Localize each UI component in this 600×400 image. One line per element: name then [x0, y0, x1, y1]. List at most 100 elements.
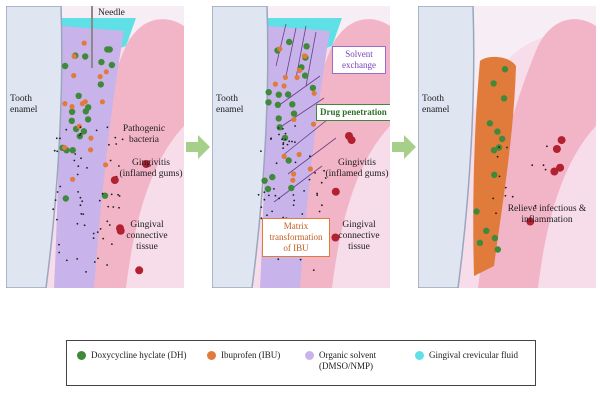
doxycycline-particle: [264, 185, 272, 193]
ibuprofen-particle: [99, 99, 105, 105]
bacteria-particle: [108, 224, 111, 226]
doxycycline-particle: [274, 101, 282, 109]
bacteria-particle: [109, 159, 112, 162]
ibuprofen-particle: [297, 67, 303, 74]
ibuprofen-particle: [310, 121, 317, 127]
doxycycline-particle: [473, 208, 480, 215]
ibuprofen-particle: [281, 153, 287, 159]
solvent-legend-dot: [305, 351, 314, 360]
bacteria-particle: [301, 213, 304, 215]
bacteria-particle: [498, 146, 500, 149]
tooth-enamel: [6, 6, 63, 288]
bacteria-particle: [52, 208, 55, 211]
gingivitis-label: Gingivitis (inflamed gums): [119, 158, 183, 179]
bacteria-particle: [303, 190, 305, 192]
tooth-enamel: [418, 6, 475, 288]
bacteria-particle: [294, 125, 296, 127]
bacteria-particle: [511, 195, 514, 198]
ibuprofen-particle: [307, 166, 313, 172]
bacteria-particle: [308, 178, 311, 181]
bacteria-particles: [52, 126, 124, 273]
ibuprofen-legend-dot: [207, 351, 216, 360]
doxycycline-particle: [265, 89, 272, 96]
bacteria-particle: [58, 243, 60, 246]
doxycycline-legend-dot: [77, 351, 86, 360]
bacteria-particle: [309, 155, 311, 158]
doxycycline-particle: [499, 135, 506, 143]
ibuprofen-particle: [281, 83, 287, 89]
bacteria-particle: [495, 212, 497, 215]
bacteria-particle: [79, 204, 82, 207]
tooth-enamel-label: Tooth enamel: [10, 94, 38, 115]
needle-label: Needle: [98, 8, 125, 18]
doxycycline-particle: [483, 227, 490, 234]
bacteria-particle: [108, 143, 110, 146]
ibuprofen-particle: [88, 135, 94, 141]
ibuprofen-particle: [88, 147, 94, 153]
blood-cell: [116, 226, 125, 235]
doxycycline-particle: [494, 246, 501, 253]
bacteria-particle: [74, 153, 77, 155]
connective-tissue-label: Gingival connective tissue: [126, 220, 168, 252]
bacteria-particle: [291, 140, 293, 143]
pathogenic-bacteria-label: Pathogenic bacteria: [122, 124, 166, 145]
ibuprofen-particle: [62, 144, 68, 151]
bacteria-particle: [56, 218, 58, 221]
ibuprofen-particle: [311, 90, 317, 96]
doxycycline-particle: [501, 66, 509, 73]
arrow-2-icon: [392, 135, 416, 159]
bacteria-particle: [121, 138, 124, 141]
bacteria-particle: [271, 210, 273, 213]
bacteria-particle: [504, 186, 507, 189]
blood-cell: [526, 217, 535, 226]
bacteria-particle: [316, 192, 318, 195]
doxycycline-particle: [491, 171, 498, 178]
bacteria-particle: [323, 169, 325, 172]
bacteria-particle: [106, 264, 108, 266]
bacteria-particle: [65, 128, 68, 131]
bacteria-particle: [58, 251, 61, 254]
bacteria-particle: [111, 243, 113, 246]
blood-cells: [526, 136, 566, 226]
doxycycline-particle: [486, 120, 494, 127]
bacteria-particle: [286, 143, 289, 146]
ibuprofen-particle: [69, 104, 75, 110]
doxycycline-particle: [309, 84, 317, 92]
doxycycline-particle: [108, 61, 116, 69]
fluid-legend-dot: [415, 351, 424, 360]
doxycycline-particle: [82, 53, 89, 60]
panel-1-illustration: [6, 6, 184, 288]
solvent-pocket: [54, 26, 124, 288]
bacteria-particle: [274, 194, 277, 197]
ibuprofen-particle: [103, 69, 109, 75]
bacteria-particle: [101, 192, 104, 195]
bacteria-particle: [107, 205, 110, 208]
doxycycline-particle: [490, 147, 498, 154]
bacteria-particle: [77, 191, 79, 193]
ibuprofen-legend-label: Ibuprofen (IBU): [221, 350, 281, 360]
bacteria-particle: [106, 126, 109, 129]
doxycycline-particle: [303, 43, 310, 50]
bacteria-particle: [260, 206, 263, 209]
doxycycline-particle: [289, 101, 296, 108]
ibuprofen-depot: [473, 56, 516, 276]
bacteria-particle: [544, 168, 547, 171]
bacteria-particle: [97, 257, 99, 260]
tooth-enamel-label: Tooth enamel: [422, 94, 450, 115]
ibuprofen-particle: [301, 53, 307, 59]
bacteria-particle: [278, 133, 280, 136]
bacteria-particle: [282, 143, 285, 146]
doxycycline-particle: [494, 128, 501, 135]
blood-cells: [110, 160, 151, 275]
bacteria-particle: [281, 138, 283, 141]
blood-cell: [550, 167, 559, 176]
bacteria-particle: [55, 137, 58, 140]
bacteria-particle: [324, 177, 327, 179]
bacteria-particle: [282, 128, 284, 130]
ibuprofen-particle: [294, 74, 300, 81]
healthy-gum: [478, 19, 596, 288]
bacteria-particle: [76, 258, 79, 260]
doxycycline-particle: [69, 147, 76, 154]
blood-cell: [331, 233, 340, 242]
doxycycline-particle: [80, 128, 88, 135]
